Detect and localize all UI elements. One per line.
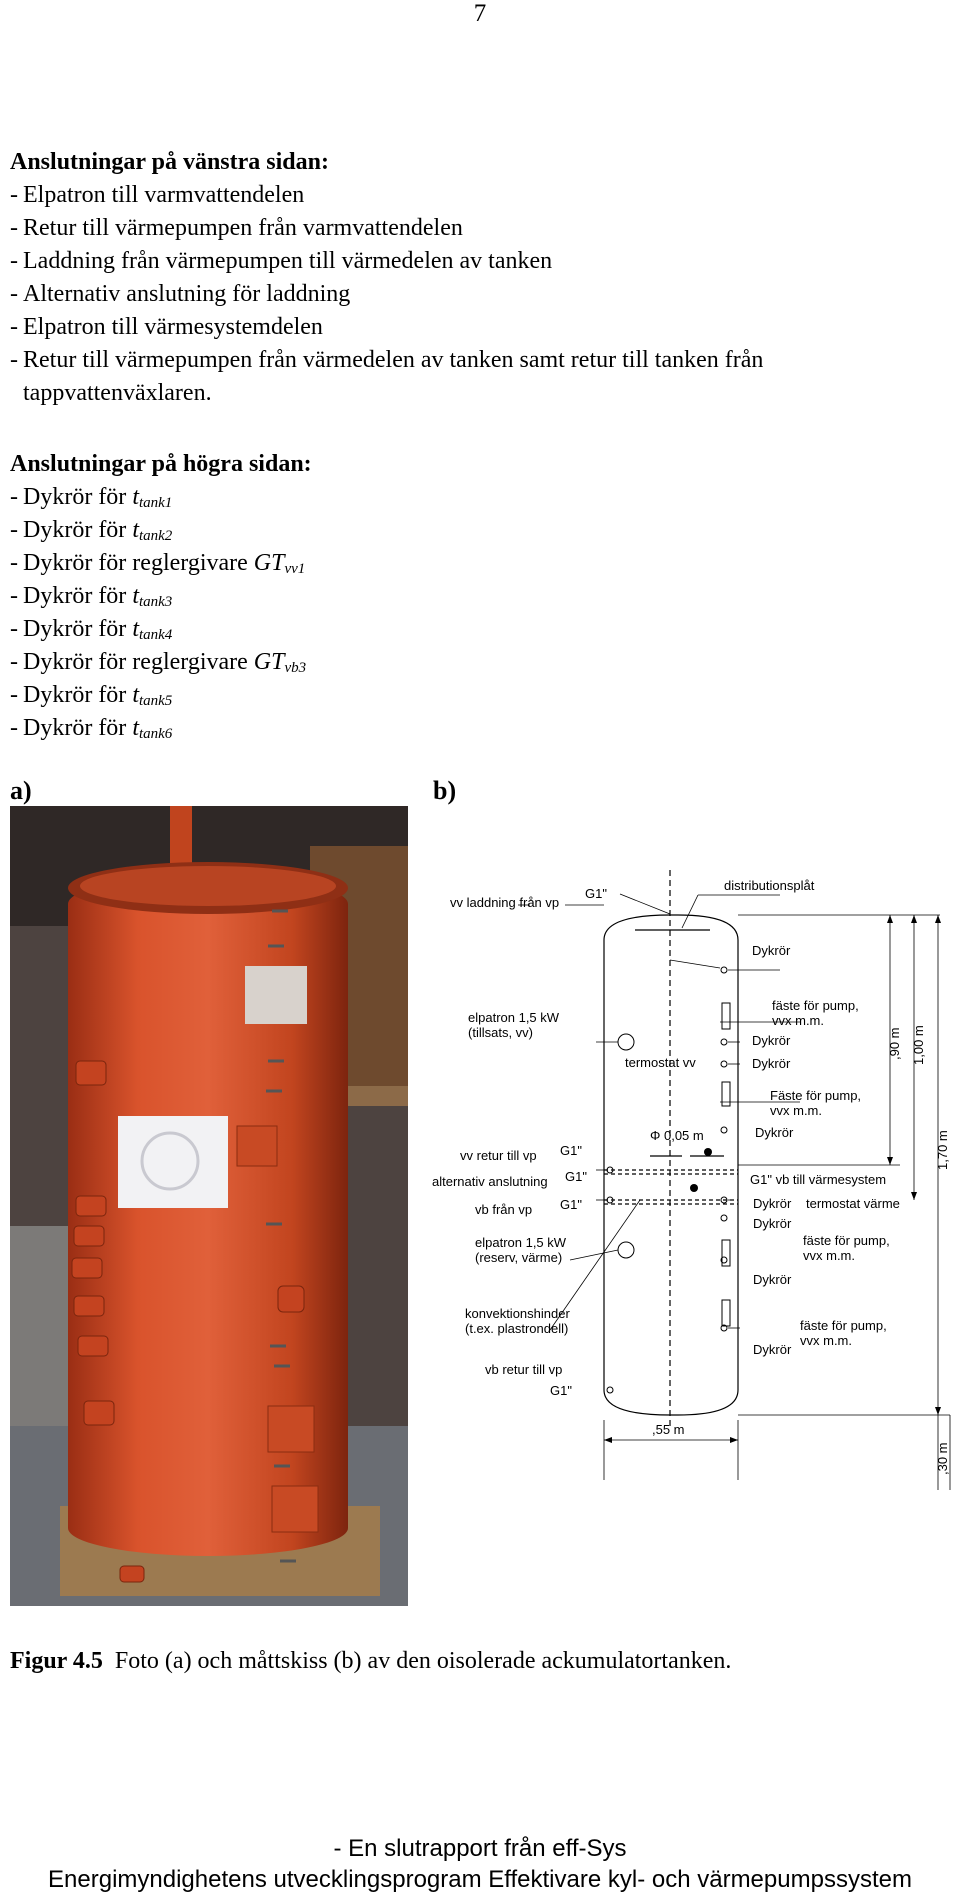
label-vvx: vvx m.m. — [803, 1248, 855, 1263]
label-termostat-varme: termostat värme — [806, 1196, 900, 1211]
elpatron-upper-icon — [617, 1033, 635, 1051]
label-plastrondell: (t.ex. plastrondell) — [465, 1321, 568, 1336]
label-g1-vb: G1" vb till värmesystem — [750, 1172, 886, 1187]
tank-photo — [10, 806, 408, 1606]
label-dykror: Dykrör — [753, 1272, 792, 1287]
label-vvx: vvx m.m. — [772, 1013, 824, 1028]
label-elpatron-lower: elpatron 1,5 kW — [475, 1235, 567, 1250]
list-item: Dykrör för ttank2 — [10, 514, 940, 547]
label-faste-pump: fäste för pump, — [772, 998, 859, 1013]
label-g1-top: G1" — [585, 886, 607, 901]
label-tillsats: (tillsats, vv) — [468, 1025, 533, 1040]
label-dykror: Dykrör — [752, 1033, 791, 1048]
label-g1: G1" — [560, 1143, 582, 1158]
list-item: Retur till värmepumpen från värmedelen a… — [10, 344, 940, 410]
label-termostat-vv: termostat vv — [625, 1055, 696, 1070]
label-phi: Φ 0,05 m — [650, 1128, 704, 1143]
label-dykror: Dykrör — [753, 1196, 792, 1211]
left-connections-heading: Anslutningar på vänstra sidan: — [10, 149, 329, 175]
label-dim-30: ,30 m — [935, 1442, 950, 1475]
label-dim-90: ,90 m — [887, 1027, 902, 1060]
panel-b-label: b) — [433, 776, 457, 805]
list-item: Laddning från värmepumpen till värmedele… — [10, 245, 940, 278]
right-connections-heading: Anslutningar på högra sidan: — [10, 451, 312, 477]
figure-caption: Figur 4.5 Foto (a) och måttskiss (b) av d… — [10, 1648, 731, 1675]
panel-a-label: a) — [10, 776, 32, 805]
list-item: Elpatron till värmesystemdelen — [10, 311, 940, 344]
list-item: Dykrör för reglergivare GTvv1 — [10, 547, 940, 580]
label-faste-pump: fäste för pump, — [803, 1233, 890, 1248]
label-dykror: Dykrör — [752, 943, 791, 958]
list-item: Alternativ anslutning för laddning — [10, 278, 940, 311]
tank-outline — [603, 914, 739, 1416]
right-connections-section: Anslutningar på högra sidan: Dykrör för … — [10, 448, 940, 745]
label-elpatron-upper: elpatron 1,5 kW — [468, 1010, 560, 1025]
label-vv-retur: vv retur till vp — [460, 1148, 537, 1163]
label-g1: G1" — [560, 1197, 582, 1212]
label-vv-laddning: vv laddning från vp — [450, 895, 559, 910]
list-item: Retur till värmepumpen från varmvattende… — [10, 212, 940, 245]
label-g1: G1" — [565, 1169, 587, 1184]
list-item-continuation: tappvattenväxlaren. — [23, 380, 212, 406]
list-item: Dykrör för ttank5 — [10, 679, 940, 712]
figure-label: Figur 4.5 — [10, 1648, 103, 1674]
label-distributionsplat: distributionsplåt — [724, 878, 815, 893]
label-dykror: Dykrör — [753, 1216, 792, 1231]
label-dykror: Dykrör — [753, 1342, 792, 1357]
footer-line-1: - En slutrapport från eff-Sys — [333, 1835, 627, 1862]
label-dim-100: 1,00 m — [911, 1025, 926, 1065]
label-dykror: Dykrör — [752, 1056, 791, 1071]
label-faste-pump: Fäste för pump, — [770, 1088, 861, 1103]
label-vb-retur: vb retur till vp — [485, 1362, 562, 1377]
list-item: Dykrör för ttank3 — [10, 580, 940, 613]
label-konvektion: konvektionshinder — [465, 1306, 570, 1321]
left-connections-section: Anslutningar på vänstra sidan: Elpatron … — [10, 146, 940, 410]
list-item: Dykrör för ttank4 — [10, 613, 940, 646]
figure-caption-text: Foto (a) och måttskiss (b) av den oisole… — [114, 1648, 732, 1674]
label-dim-55: ,55 m — [652, 1422, 685, 1437]
list-item: Dykrör för ttank1 — [10, 481, 940, 514]
label-alternativ: alternativ anslutning — [432, 1174, 548, 1189]
list-item: Dykrör för reglergivare GTvb3 — [10, 646, 940, 679]
label-vb-fran: vb från vp — [475, 1202, 532, 1217]
label-dykror: Dykrör — [755, 1125, 794, 1140]
label-vvx: vvx m.m. — [770, 1103, 822, 1118]
page-number: 7 — [473, 0, 487, 27]
label-dim-170: 1,70 m — [935, 1130, 950, 1170]
list-item: Dykrör för ttank6 — [10, 712, 940, 745]
label-g1: G1" — [550, 1383, 572, 1398]
footer-line-2: Energimyndighetens utvecklingsprogram Ef… — [48, 1866, 912, 1893]
elpatron-lower-icon — [617, 1241, 635, 1259]
label-reserv: (reserv, värme) — [475, 1250, 562, 1265]
label-faste-pump: fäste för pump, — [800, 1318, 887, 1333]
list-item: Elpatron till varmvattendelen — [10, 179, 940, 212]
label-vvx: vvx m.m. — [800, 1333, 852, 1348]
tank-dimension-sketch: vv laddning från vp G1" distributionsplå… — [432, 870, 951, 1490]
